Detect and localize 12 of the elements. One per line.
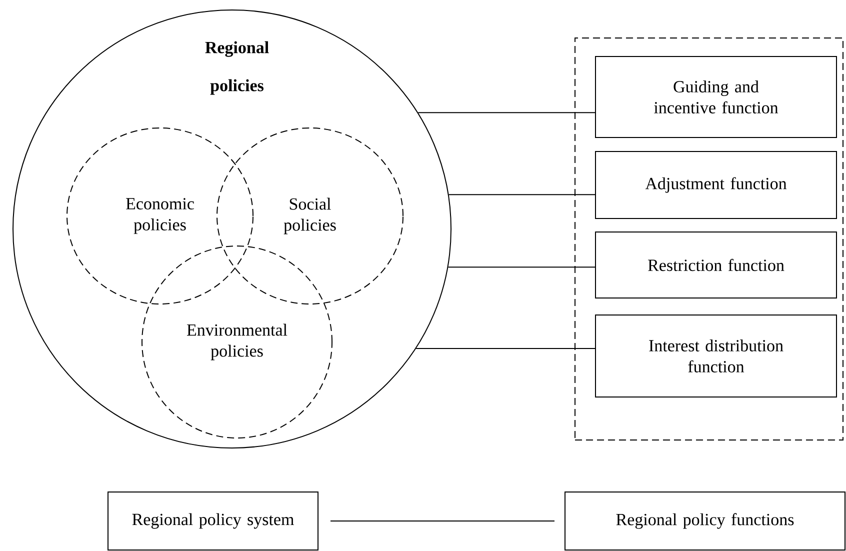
function-box: Guiding and incentive function bbox=[595, 56, 837, 138]
function-box: Interest distribution function bbox=[595, 314, 837, 398]
system-box: Regional policy functions bbox=[564, 491, 846, 550]
function-box: Restriction function bbox=[595, 232, 837, 298]
connector-line bbox=[416, 348, 596, 350]
system-box: Regional policy system bbox=[108, 491, 318, 550]
connector-line bbox=[448, 266, 596, 268]
group-box bbox=[574, 38, 844, 440]
function-box: Adjustment function bbox=[595, 151, 837, 219]
connector-line bbox=[330, 520, 555, 522]
connector-line bbox=[418, 112, 596, 114]
connector-line bbox=[448, 194, 596, 196]
